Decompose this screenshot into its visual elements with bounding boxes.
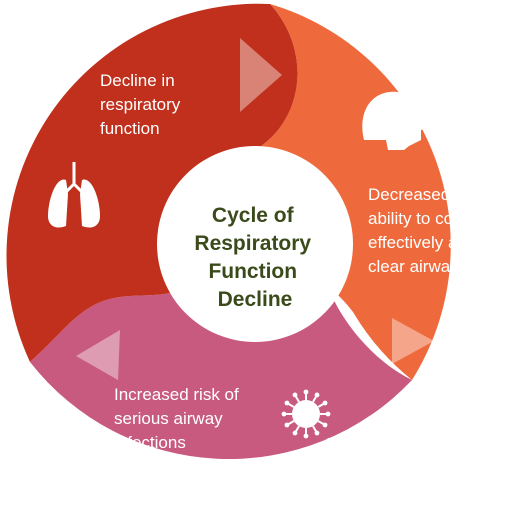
center-title-line: Cycle of <box>212 204 295 227</box>
label-line: clear airways <box>368 257 467 276</box>
virus-icon <box>281 389 348 467</box>
label-line: respiratory <box>100 95 181 114</box>
label-line: function <box>100 119 160 138</box>
center-title-line: Function <box>208 260 297 283</box>
label-line: infections <box>114 433 186 452</box>
label-line: Decline in <box>100 71 175 90</box>
label-line: ability to cough <box>368 209 481 228</box>
coughing-head-icon <box>362 91 444 150</box>
center-title: Cycle of Respiratory Function Decline <box>194 204 315 311</box>
segment-label-infection: Increased risk of serious airway infecti… <box>114 385 243 452</box>
arrow-triangle-cough <box>392 318 434 364</box>
label-line: Decreased <box>368 185 450 204</box>
segment-decline <box>6 3 298 363</box>
center-title-line: Respiratory <box>194 232 311 255</box>
center-title-line: Decline <box>218 288 293 311</box>
lungs-icon <box>48 162 100 228</box>
segment-label-cough: Decreased ability to cough effectively a… <box>368 185 486 276</box>
label-line: effectively and <box>368 233 476 252</box>
label-line: serious airway <box>114 409 223 428</box>
segment-label-decline: Decline in respiratory function <box>100 71 185 138</box>
arrow-triangle-infection <box>76 330 120 380</box>
center-circle <box>157 146 353 342</box>
arrow-triangle-decline <box>240 38 282 112</box>
label-line: Increased risk of <box>114 385 239 404</box>
